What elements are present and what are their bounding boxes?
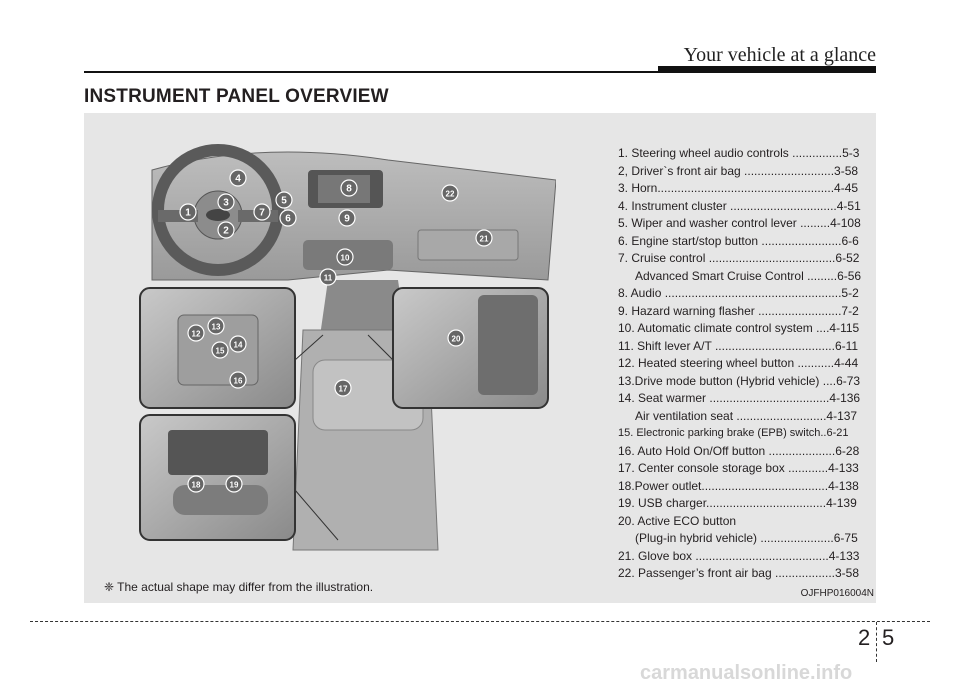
callout-label: 16 [234, 377, 243, 386]
callout-marker [229, 371, 247, 389]
callout-label: 9 [344, 214, 350, 225]
legend-item: 20. Active ECO button [618, 513, 737, 528]
callout-marker [229, 169, 247, 187]
callout-label: 10 [341, 254, 350, 263]
callout-label: 2 [223, 226, 229, 237]
callout-marker [279, 209, 297, 227]
chapter-number: 2 [858, 625, 871, 650]
callout-label: 22 [446, 190, 455, 199]
running-header: Your vehicle at a glance [683, 44, 876, 66]
callout-label: 11 [324, 274, 333, 283]
legend-item: 22. Passenger’s front air bag ..........… [618, 566, 860, 580]
legend-item: 4. Instrument cluster ..................… [618, 198, 861, 213]
callout-marker [334, 379, 352, 397]
legend-item: 10. Automatic climate control system ...… [618, 321, 860, 335]
callout-label: 15 [216, 347, 225, 356]
page-number: 5 [882, 625, 895, 650]
callout-label: 4 [235, 174, 241, 185]
legend-subitem: Air ventilation seat ...................… [635, 408, 858, 423]
legend-item: 2, Driver`s front air bag ..............… [618, 163, 859, 178]
callout-marker [217, 221, 235, 239]
callout-marker [338, 209, 356, 227]
illustration-note: ❈ The actual shape may differ from the i… [104, 580, 374, 594]
callout-marker [229, 335, 247, 353]
callout-label: 12 [192, 330, 201, 339]
callout-marker [336, 248, 354, 266]
legend-item: 18.Power outlet.........................… [618, 478, 859, 493]
callout-label: 21 [480, 235, 489, 244]
footer-dashed-rule [30, 621, 930, 622]
callout-label: 19 [230, 481, 239, 490]
callout-marker [225, 475, 243, 493]
callout-label: 20 [452, 335, 461, 344]
watermark-text: carmanualsonline.info [640, 662, 853, 684]
legend-item: 3. Horn.................................… [618, 181, 859, 195]
legend-item: 7. Cruise control ......................… [618, 251, 860, 265]
callout-label: 14 [234, 341, 243, 350]
callout-label: 6 [285, 214, 291, 225]
legend-item: 21. Glove box ..........................… [618, 548, 860, 563]
inset-rear-vents [139, 414, 296, 541]
legend-item: 5. Wiper and washer control lever ......… [618, 216, 861, 230]
callout-marker [340, 179, 358, 197]
header-rule [84, 71, 876, 73]
callout-marker [217, 193, 235, 211]
callout-marker [187, 324, 205, 342]
callout-label: 3 [223, 198, 229, 209]
dashboard-drawing [151, 151, 556, 551]
legend-subitem: Advanced Smart Cruise Control .........6… [635, 268, 862, 283]
legend-item: 19. USB charger.........................… [618, 496, 857, 510]
callout-marker [475, 229, 493, 247]
section-title: INSTRUMENT PANEL OVERVIEW [84, 86, 389, 107]
callout-marker [319, 268, 337, 286]
legend-item: 13.Drive mode button (Hybrid vehicle) ..… [618, 373, 861, 388]
callout-label: 13 [212, 323, 221, 332]
legend-item: 6. Engine start/stop button ............… [618, 233, 859, 248]
legend-item: 14. Seat warmer ........................… [618, 391, 861, 405]
legend-item: 15. Electronic parking brake (EPB) switc… [618, 427, 849, 439]
callout-label: 17 [339, 385, 348, 394]
figure-code: OJFHP016004N [800, 588, 874, 599]
callout-label: 5 [281, 196, 287, 207]
callout-marker [211, 341, 229, 359]
page-number-separator [876, 622, 877, 662]
callout-marker [187, 475, 205, 493]
inset-right-console [392, 287, 549, 409]
legend-item: 8. Audio ...............................… [618, 286, 859, 300]
legend-list: 1. Steering wheel audio controls .......… [618, 145, 866, 583]
header-tab-bar [658, 66, 876, 73]
legend-subitem: (Plug-in hybrid vehicle) ...............… [635, 531, 858, 545]
callout-marker [441, 184, 459, 202]
callout-label: 7 [259, 208, 265, 219]
legend-item: 17. Center console storage box .........… [618, 461, 859, 475]
callout-marker [179, 203, 197, 221]
callout-marker [275, 191, 293, 209]
legend-item: 9. Hazard warning flasher ..............… [618, 303, 859, 318]
callout-marker [447, 329, 465, 347]
legend-item: 11. Shift lever A/T ....................… [618, 338, 859, 353]
legend-item: 1. Steering wheel audio controls .......… [618, 146, 860, 160]
callout-label: 1 [185, 208, 191, 219]
legend-item: 16. Auto Hold On/Off button ............… [618, 443, 860, 458]
callout-marker [253, 203, 271, 221]
callout-label: 8 [346, 184, 352, 195]
legend-item: 12. Heated steering wheel button .......… [618, 356, 859, 370]
callout-label: 18 [192, 481, 201, 490]
callout-marker [207, 317, 225, 335]
